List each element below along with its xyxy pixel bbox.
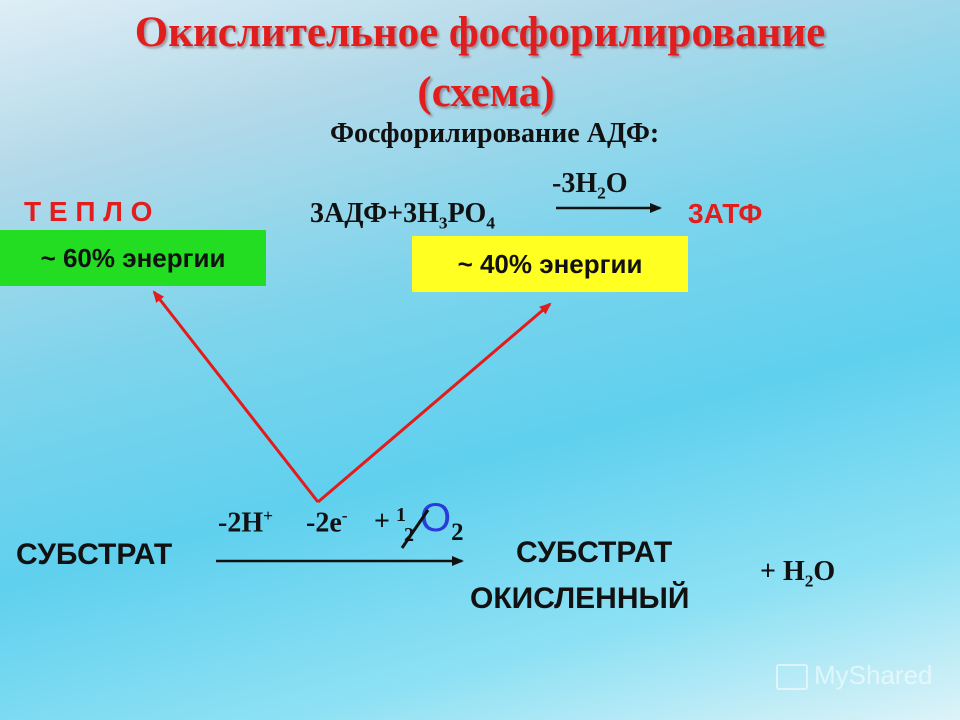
water-product: + Н2О [760,556,836,591]
teplo-label: Т Е П Л О [24,196,153,227]
oxidized-substrate-line1: СУБСТРАТ [516,536,673,569]
fraction-slash [400,509,430,549]
substrate-label: СУБСТРАТ [16,538,173,571]
minus-2e: -2е- [306,506,348,539]
half-denominator: 2 [404,524,414,546]
arrow-to-heat [152,290,320,503]
arrow-to-energy-40 [317,302,552,504]
minus-2h: -2Н+ [218,506,274,539]
half-plus: + [374,506,390,537]
subtitle: Фосфорилирование АДФ: [330,118,660,149]
page-title-line1: Окислительное фосфорилирование [134,9,826,56]
o2-molecule: О2 [420,496,464,546]
energy-40-label: ~ 40% энергии [457,248,643,279]
oxidized-substrate-line2: ОКИСЛЕННЫЙ [470,582,690,615]
presentation-icon [776,664,808,691]
watermark-logo: MyShared [776,660,933,691]
reaction-top-over-arrow: -3Н2О [552,168,628,203]
half-numerator: 1 [396,504,406,526]
atf-product: 3АТФ [688,198,763,229]
reaction-top-reactants: 3АДФ+3Н3РО4 [310,198,495,233]
energy-60-box: ~ 60% энергии [0,230,266,286]
page-title-line2: (схема) [417,69,555,116]
energy-40-box: ~ 40% энергии [412,236,688,292]
energy-60-label: ~ 60% энергии [40,242,226,273]
